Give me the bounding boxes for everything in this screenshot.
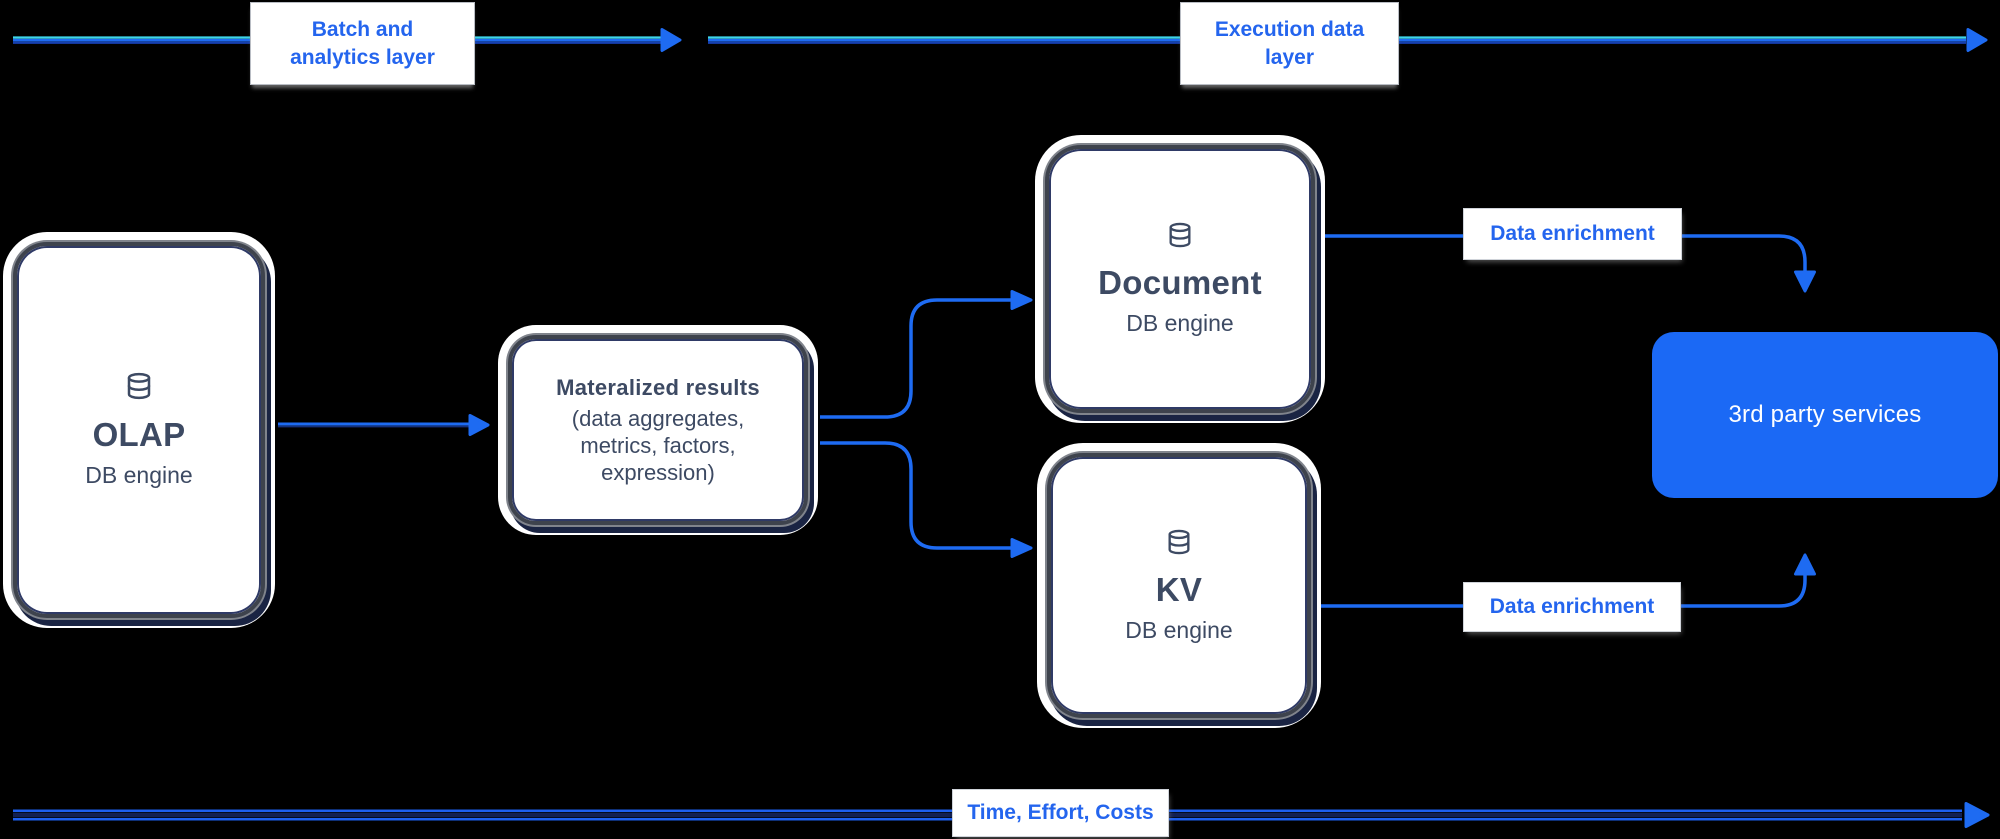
third-party-services-node: 3rd party services [1652,332,1998,498]
materialized-results-line2: metrics, factors, [580,432,736,458]
batch-analytics-layer-label: Batch and analytics layer [250,2,475,85]
batch-label-line2: analytics layer [290,45,435,69]
database-icon [124,371,154,406]
materialized-results-title: Materalized results [556,374,760,400]
document-node: Document DB engine [1045,145,1315,413]
data-enrichment-label-top: Data enrichment [1463,208,1682,260]
materialized-to-kv-arrow [820,441,1033,558]
batch-label-line1: Batch and [311,17,414,41]
olap-to-materialized-arrow [278,414,490,436]
third-party-services-title: 3rd party services [1728,401,1922,428]
olap-node-title: OLAP [92,416,186,453]
execution-label-line1: Execution data [1214,17,1365,41]
data-enrichment-text-top: Data enrichment [1490,222,1655,245]
time-effort-costs-label: Time, Effort, Costs [952,789,1169,837]
document-node-subtitle: DB engine [1126,310,1234,336]
kv-node-subtitle: DB engine [1125,616,1233,643]
database-icon [1165,528,1193,561]
kv-node: KV DB engine [1047,453,1311,718]
database-icon [1166,221,1194,254]
olap-node: OLAP DB engine [13,242,265,618]
materialized-results-line1: (data aggregates, [571,405,745,431]
document-node-title: Document [1098,264,1262,301]
materialized-results-node: Materalized results (data aggregates, me… [508,335,808,525]
execution-label-line2: layer [1264,45,1315,69]
document-to-thirdparty-arrow [1318,234,1816,293]
time-effort-costs-text: Time, Effort, Costs [967,801,1154,824]
data-enrichment-text-bottom: Data enrichment [1489,595,1655,618]
materialized-results-line3: expression) [601,459,715,485]
kv-to-thirdparty-arrow [1314,553,1816,608]
olap-node-subtitle: DB engine [85,462,193,488]
execution-data-layer-label: Execution data layer [1180,2,1399,85]
data-enrichment-label-bottom: Data enrichment [1463,582,1681,632]
materialized-to-document-arrow [820,290,1033,419]
kv-node-title: KV [1155,570,1203,608]
